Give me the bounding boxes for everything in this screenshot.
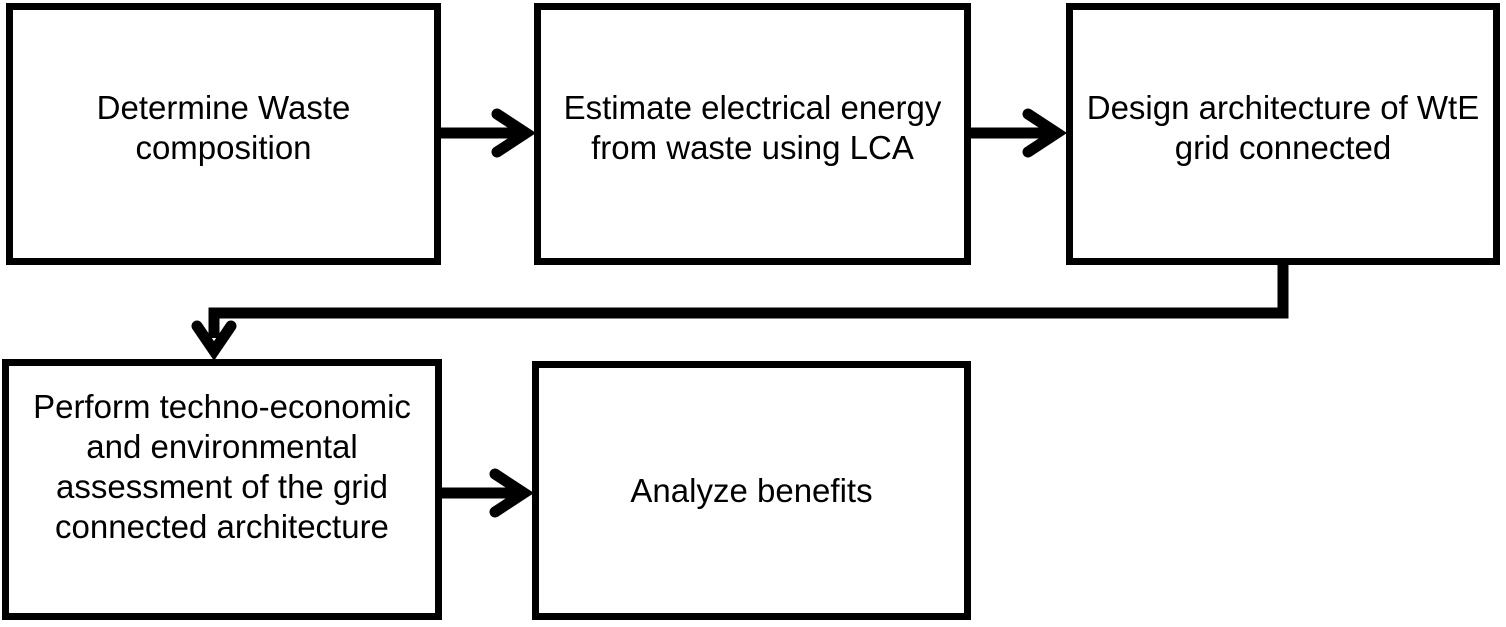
flow-step-analyze-benefits: Analyze benefits <box>532 361 971 620</box>
flow-step-label: Analyze benefits <box>630 471 873 509</box>
flow-step-determine-waste-composition: Determine Waste composition <box>6 3 441 265</box>
flow-step-estimate-electrical-energy: Estimate electrical energy from waste us… <box>534 3 971 265</box>
arrow-estimate-to-design <box>971 108 1068 158</box>
arrow-design-to-assessment <box>191 263 1289 361</box>
arrow-determine-to-estimate <box>441 108 537 158</box>
arrow-assessment-to-analyze <box>442 468 535 518</box>
flow-step-label: Determine Waste composition <box>96 88 351 166</box>
flow-step-label: Design architecture of WtE grid connecte… <box>1086 88 1480 166</box>
flow-step-label: Perform techno-economic and environmenta… <box>33 387 411 545</box>
flow-step-techno-economic-assessment: Perform techno-economic and environmenta… <box>2 359 442 620</box>
flow-step-label: Estimate electrical energy from waste us… <box>563 88 942 166</box>
flow-step-design-architecture: Design architecture of WtE grid connecte… <box>1066 3 1500 265</box>
